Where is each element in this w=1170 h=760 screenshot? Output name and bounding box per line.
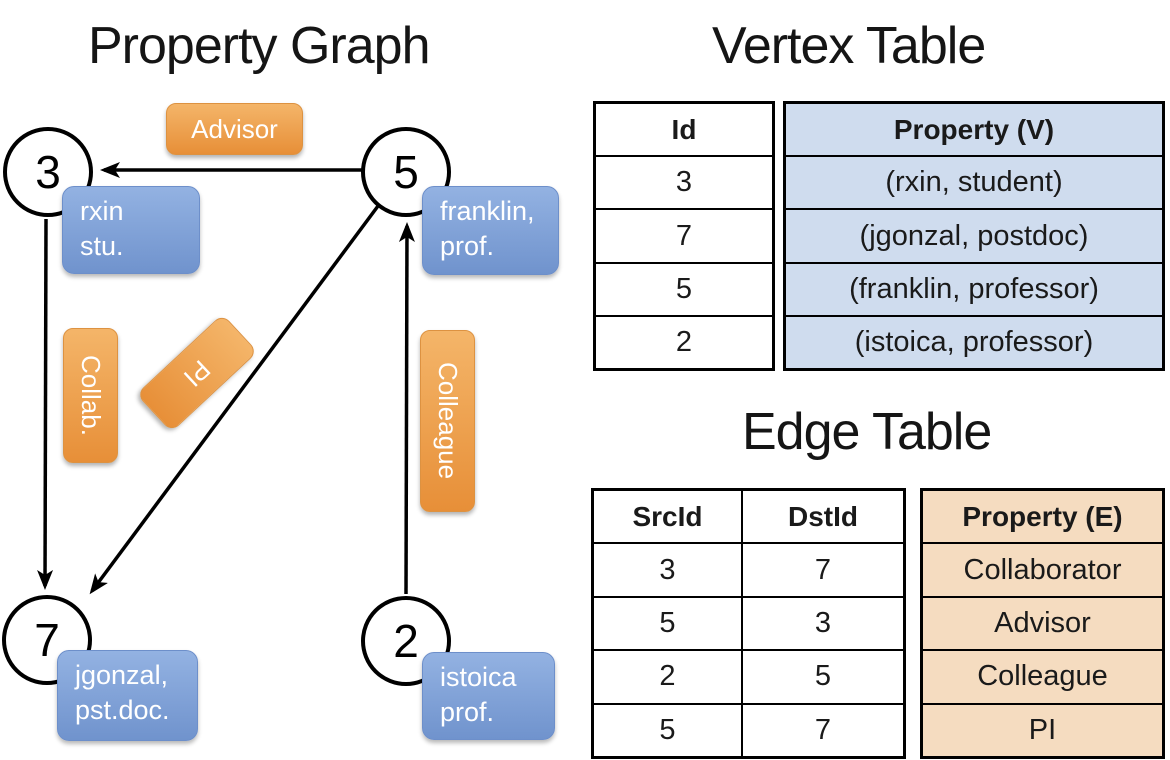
table-cell: 7: [743, 542, 903, 595]
column-header-property-v: Property (V): [786, 104, 1162, 156]
vertex-property-box-2: istoica prof.: [422, 652, 555, 740]
vertex-property-box-5: franklin, prof.: [422, 186, 559, 275]
edge-label-collab: Collab.: [63, 328, 118, 463]
vertex-property-line: istoica: [440, 662, 517, 692]
table-cell: (istoica, professor): [786, 314, 1162, 369]
property-graph-title: Property Graph: [88, 17, 430, 75]
vertex-property-box-7: jgonzal, pst.doc.: [57, 650, 198, 741]
table-cell: 2: [594, 649, 741, 702]
vertex-property-line: franklin,: [440, 196, 535, 226]
edge-table-id-columns: SrcId 3 5 2 5 DstId 7 3 5 7: [591, 488, 906, 759]
vertex-property-line: rxin: [80, 196, 124, 226]
vertex-property-line: jgonzal,: [75, 660, 169, 690]
edge-3-to-7: [37, 218, 54, 590]
table-cell: 3: [594, 542, 741, 595]
column-header-srcid: SrcId: [632, 500, 703, 532]
table-cell: PI: [923, 702, 1162, 757]
table-cell: 5: [743, 649, 903, 702]
vertex-node-5: 5: [361, 127, 451, 217]
table-cell: Colleague: [923, 649, 1162, 703]
table-cell: Collaborator: [923, 542, 1162, 596]
column-header-id: Id: [671, 113, 697, 145]
edge-5-to-7: [89, 204, 380, 595]
table-cell: 5: [594, 595, 741, 649]
vertex-table-title: Vertex Table: [712, 17, 986, 75]
vertex-property-line: prof.: [440, 231, 495, 261]
edge-label-colleague: Colleague: [420, 330, 475, 512]
table-cell: Advisor: [923, 595, 1162, 650]
table-cell: 7: [743, 702, 903, 756]
vertex-property-line: stu.: [80, 231, 124, 261]
column-header-dstid: DstId: [788, 500, 858, 532]
edge-table-title: Edge Table: [742, 403, 992, 461]
table-cell: 3: [743, 595, 903, 649]
table-cell: 2: [596, 314, 772, 368]
edge-label-advisor: Advisor: [166, 103, 303, 155]
table-cell: (jgonzal, postdoc): [786, 208, 1162, 262]
vertex-property-box-3: rxin stu.: [62, 186, 200, 274]
table-cell: 5: [594, 702, 741, 756]
column-header-property-e: Property (E): [923, 491, 1162, 543]
graph-edges-canvas: [37, 162, 415, 595]
vertex-table-property-column: Property (V) (rxin, student) (jgonzal, p…: [783, 101, 1165, 371]
vertex-table-id-column: Id 3 7 5 2: [593, 101, 775, 371]
edge-2-to-5: [398, 222, 415, 595]
table-cell: (franklin, professor): [786, 261, 1162, 315]
vertex-property-line: prof.: [440, 697, 495, 727]
table-cell: (rxin, student): [786, 155, 1162, 209]
table-cell: 5: [596, 261, 772, 315]
table-cell: 3: [596, 155, 772, 208]
edge-table-property-column: Property (E) Collaborator Advisor Collea…: [920, 488, 1165, 759]
vertex-node-2: 2: [361, 596, 451, 686]
vertex-property-line: pst.doc.: [75, 695, 170, 725]
table-cell: 7: [596, 208, 772, 261]
